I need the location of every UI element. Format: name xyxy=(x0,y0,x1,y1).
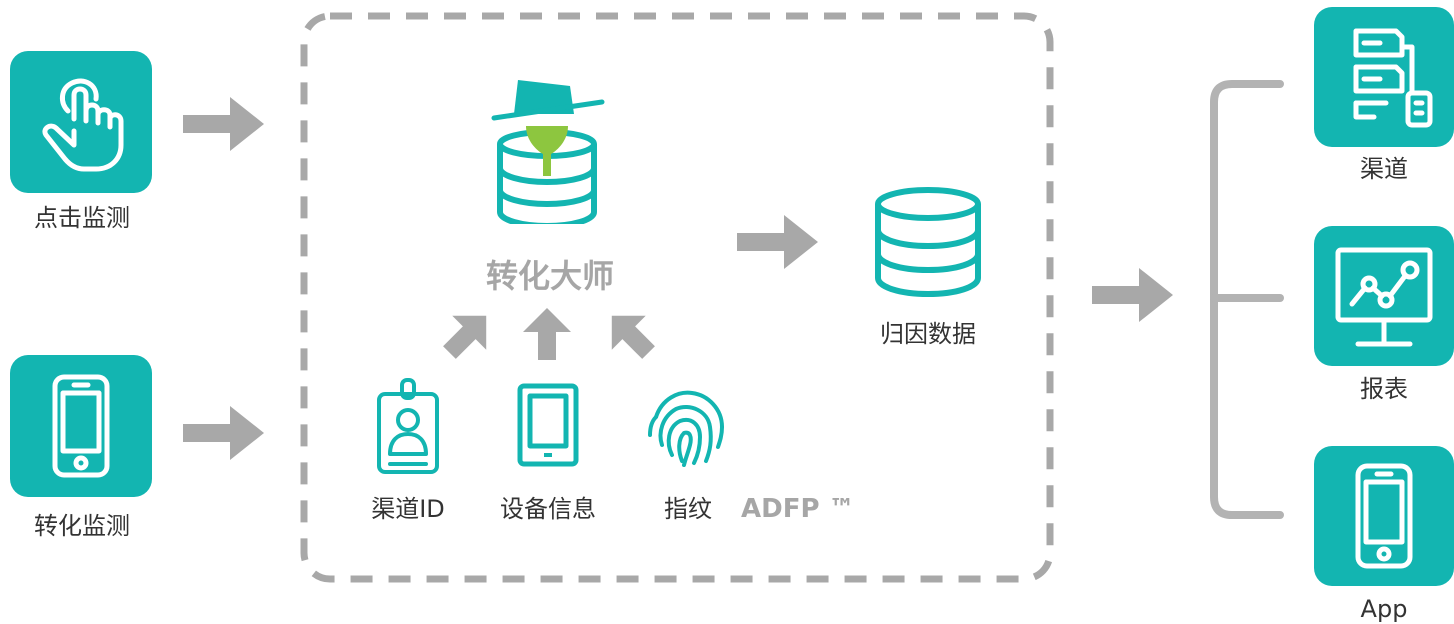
smartphone-icon xyxy=(52,374,110,478)
arrow-device-to-engine xyxy=(523,308,571,360)
attribution-data-label: 归因数据 xyxy=(880,320,976,348)
fingerprint-label: 指纹 xyxy=(664,495,712,523)
app-output-tile xyxy=(1314,446,1454,586)
output-bracket xyxy=(1210,80,1284,519)
click-monitor-tile xyxy=(10,51,152,193)
fingerprint-icon xyxy=(648,390,724,467)
arrow-id-to-engine xyxy=(443,315,487,359)
click-monitor-label: 点击监测 xyxy=(34,204,130,232)
id-badge-icon xyxy=(377,378,439,474)
hand-pointer-icon xyxy=(42,78,124,172)
detective-database-icon xyxy=(491,80,605,224)
attribution-boundary xyxy=(300,12,1054,583)
arrow-engine-to-result xyxy=(737,215,818,269)
arrow-fingerprint-to-engine xyxy=(611,315,655,359)
conversion-monitor-tile xyxy=(10,355,152,497)
channel-output-tile xyxy=(1314,7,1454,147)
conversion-monitor-label: 转化监测 xyxy=(34,512,130,540)
arrow-click-to-engine xyxy=(183,97,264,151)
engine-label: 转化大师 xyxy=(485,257,614,295)
report-output-label: 报表 xyxy=(1360,375,1408,403)
channel-output-label: 渠道 xyxy=(1360,155,1408,183)
report-output-tile xyxy=(1314,226,1454,366)
arrow-conversion-to-engine xyxy=(183,406,264,460)
chart-monitor-icon xyxy=(1335,247,1433,347)
smartphone-icon xyxy=(1355,463,1413,569)
server-channel-icon xyxy=(1353,28,1433,128)
arrow-result-to-outputs xyxy=(1092,268,1173,322)
tablet-icon xyxy=(517,383,579,467)
database-icon xyxy=(875,187,981,298)
adfp-brand-label: ADFP ™ xyxy=(741,494,855,524)
app-output-label: App xyxy=(1360,595,1408,623)
device-info-label: 设备信息 xyxy=(500,495,596,523)
channel-id-label: 渠道ID xyxy=(371,495,445,523)
